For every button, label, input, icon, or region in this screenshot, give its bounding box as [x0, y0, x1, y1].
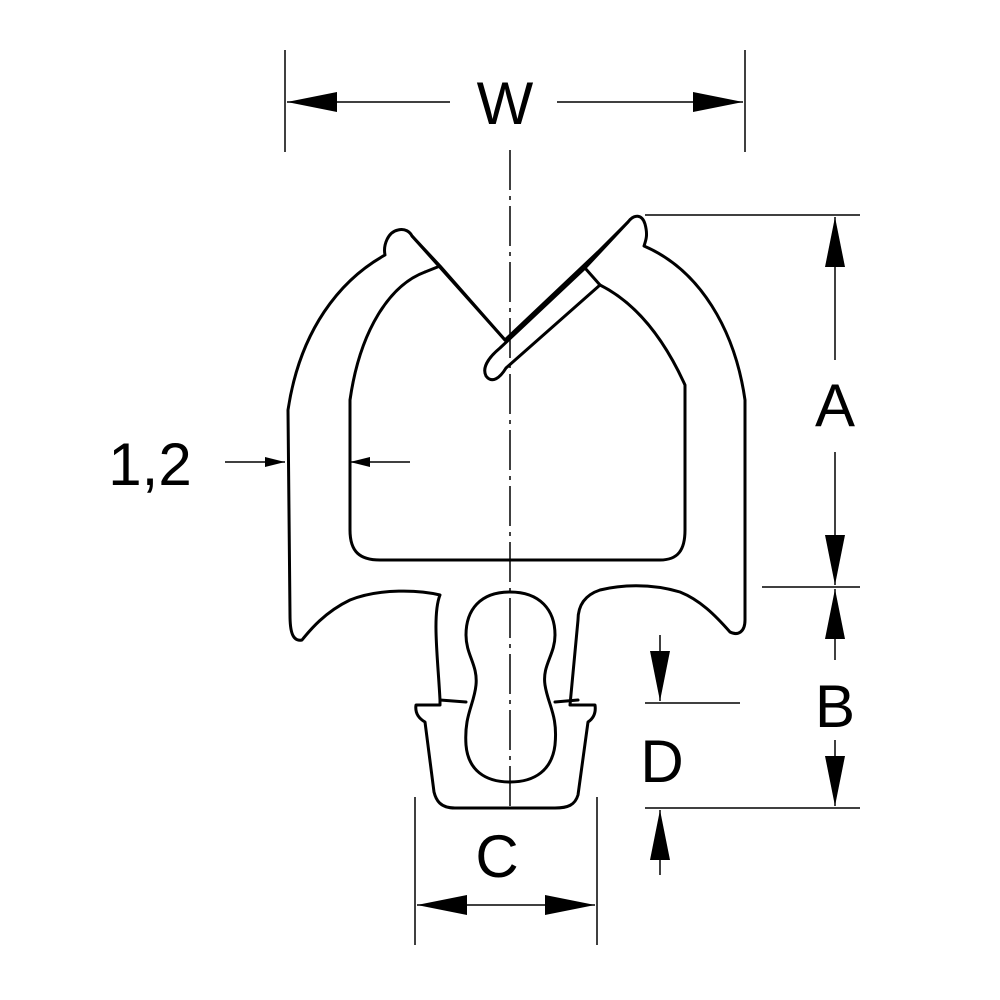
profile-inner-cavity — [348, 270, 687, 562]
dimension-b: B — [645, 589, 860, 809]
left-lip — [410, 234, 507, 342]
label-thickness: 1,2 — [108, 431, 191, 498]
stem-cap-line — [438, 698, 580, 704]
seal-profile — [286, 214, 747, 810]
dimension-c: C — [414, 797, 598, 945]
label-w: W — [477, 70, 534, 137]
stem-capsule — [464, 590, 558, 784]
right-lip — [483, 220, 630, 382]
dimension-d: D — [640, 635, 740, 875]
profile-outer-outline — [286, 214, 747, 810]
dimension-a: A — [645, 214, 860, 588]
dimension-thickness: 1,2 — [108, 431, 410, 498]
label-b: B — [815, 673, 855, 740]
label-a: A — [815, 372, 855, 439]
dimension-w: W — [284, 50, 746, 152]
label-c: C — [475, 823, 518, 890]
label-d: D — [640, 728, 683, 795]
